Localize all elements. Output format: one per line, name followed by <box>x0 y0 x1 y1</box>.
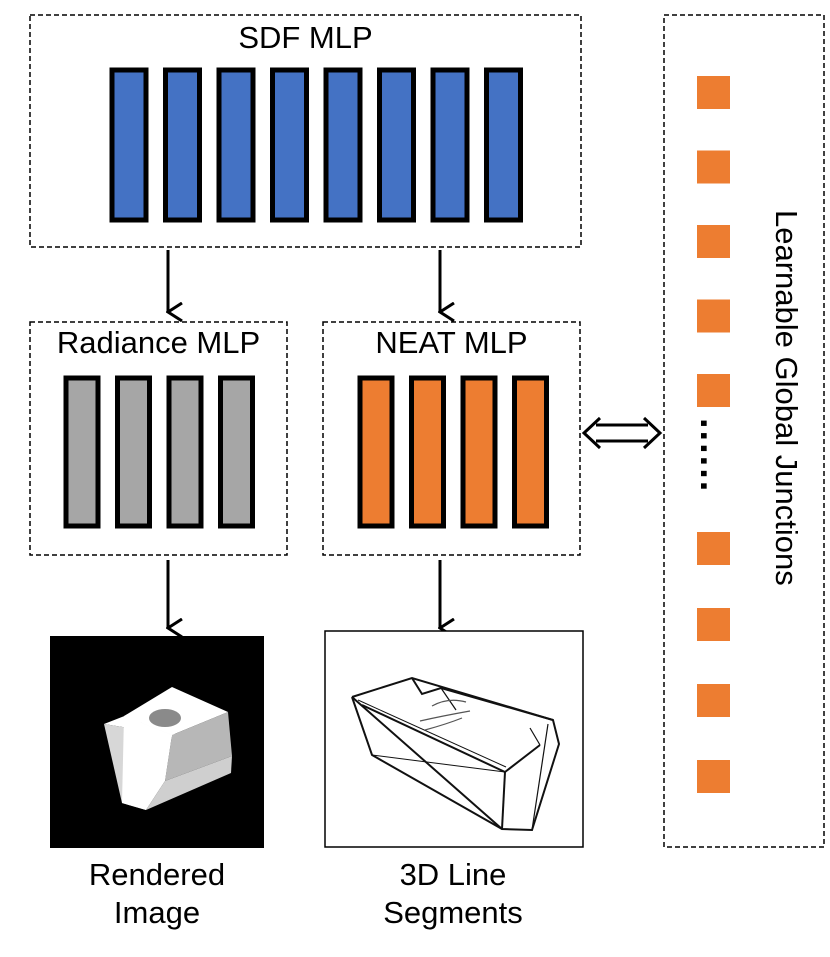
junction-square-6 <box>697 532 730 565</box>
sdf-layer-4 <box>270 67 309 223</box>
line-segments-caption: 3D Line Segments <box>323 856 583 932</box>
junction-square-7 <box>697 608 730 641</box>
sdf-mlp-box <box>29 14 582 248</box>
junction-square-4 <box>697 299 730 333</box>
junctions-box <box>663 14 825 848</box>
radiance-layer-1 <box>63 375 101 529</box>
radiance-layers <box>63 375 255 529</box>
radiance-mlp-title: Radiance MLP <box>56 325 261 360</box>
lines-caption-line-2: Segments <box>383 895 523 930</box>
neat-layer-2 <box>409 375 446 529</box>
neat-layer-4 <box>512 375 549 529</box>
line-segments-image <box>324 630 584 848</box>
sdf-layer-1 <box>109 67 149 223</box>
sdf-layer-5 <box>323 67 363 223</box>
radiance-layer-2 <box>115 375 152 529</box>
junction-square-2 <box>697 150 730 184</box>
sdf-layer-2 <box>163 67 202 223</box>
junction-square-8 <box>697 684 730 717</box>
junction-square-1 <box>697 76 730 109</box>
rendered-image-caption: Rendered Image <box>30 856 284 932</box>
radiance-layer-3 <box>166 375 204 529</box>
neat-layer-1 <box>357 375 395 529</box>
sdf-layers <box>109 67 523 223</box>
neat-layers <box>357 375 549 529</box>
rendered-caption-line-2: Image <box>113 895 201 930</box>
sdf-layer-6 <box>377 67 416 223</box>
junction-ellipsis: ...... <box>692 418 734 493</box>
sdf-layer-8 <box>484 67 523 223</box>
neat-mlp-title: NEAT MLP <box>375 325 528 360</box>
radiance-layer-4 <box>218 375 255 529</box>
neat-layer-3 <box>460 375 498 529</box>
double-arrow-icon <box>581 416 663 450</box>
lines-caption-line-1: 3D Line <box>399 857 507 892</box>
sdf-layer-3 <box>216 67 256 223</box>
junction-square-5 <box>697 374 730 407</box>
junctions-title: Learnable Global Junctions <box>769 210 804 586</box>
neat-mlp-box <box>322 321 581 556</box>
junction-square-9 <box>697 760 730 793</box>
radiance-mlp-box <box>29 321 288 556</box>
sdf-mlp-title: SDF MLP <box>238 20 373 55</box>
rendered-image <box>50 636 264 848</box>
sdf-layer-7 <box>430 67 470 223</box>
rendered-caption-line-1: Rendered <box>88 857 226 892</box>
junction-squares: ...... <box>692 76 734 793</box>
junction-square-3 <box>697 225 730 258</box>
